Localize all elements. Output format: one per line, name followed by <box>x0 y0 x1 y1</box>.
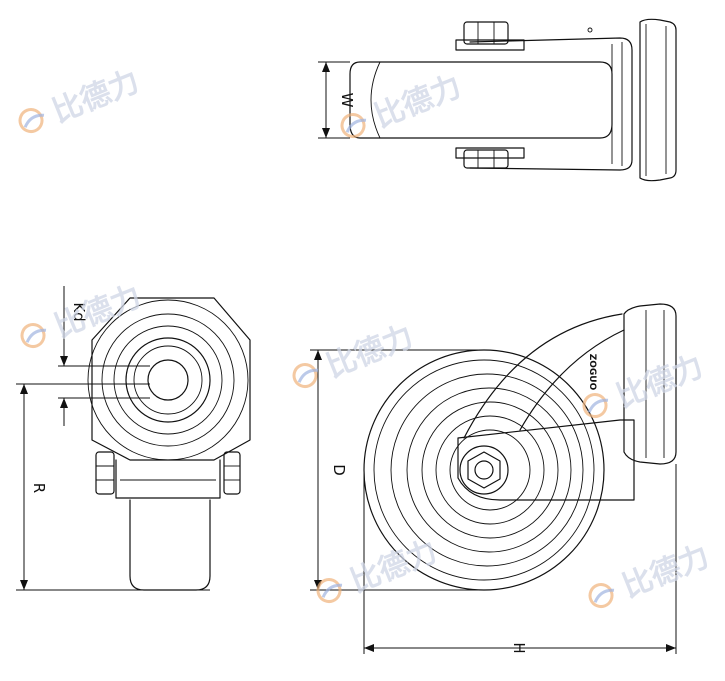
svg-text:比德力: 比德力 <box>48 64 145 130</box>
svg-text:比德力: 比德力 <box>322 319 419 385</box>
dimension-label-kd: Kd <box>70 302 88 321</box>
brand-mark: ZOGUO <box>587 354 597 391</box>
watermark-logo: 比德力 <box>20 279 146 349</box>
svg-text:比德力: 比德力 <box>618 539 715 605</box>
front-view: Kd R <box>16 286 251 591</box>
svg-text:比德力: 比德力 <box>612 349 709 415</box>
dimension-label-w: W <box>338 93 356 108</box>
watermark-logo: 比德力 <box>18 64 145 134</box>
watermark-logo: 比德力 <box>582 349 709 419</box>
dimension-label-r: R <box>30 483 48 493</box>
watermark-group: 比德力 比德力 比德力 比德力 比德力 比德力 <box>18 64 715 609</box>
dimension-label-d: D <box>330 464 348 476</box>
watermark-logo: 比德力 <box>316 534 442 604</box>
top-view: W <box>318 18 677 182</box>
svg-text:比德力: 比德力 <box>370 69 467 135</box>
dimension-label-h: H <box>510 642 528 653</box>
watermark-logo: 比德力 <box>588 539 715 609</box>
watermark-logo: 比德力 <box>292 319 419 389</box>
watermark-logo: 比德力 <box>340 69 467 139</box>
